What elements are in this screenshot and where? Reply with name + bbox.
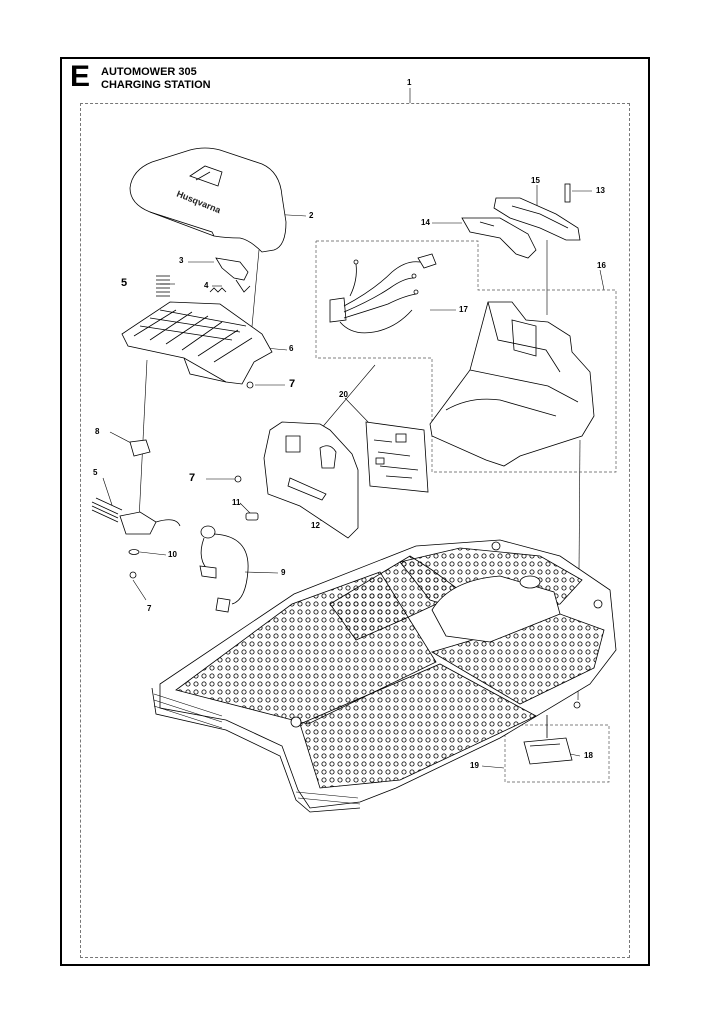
diagram-title: AUTOMOWER 305: [101, 66, 197, 78]
callout-7-upper: 7: [289, 378, 296, 390]
callout-2: 2: [309, 211, 314, 220]
base-plate: [151, 539, 617, 813]
part-7-screws: [129, 381, 581, 709]
part-10-washer: [128, 549, 140, 555]
callout-6: 6: [289, 344, 294, 353]
part-9-cable: [199, 525, 249, 613]
page-frame: [60, 57, 650, 966]
part-5-spring-lower: [91, 497, 123, 523]
callout-7-lower: 7: [147, 604, 152, 613]
part-18-plate: [523, 715, 573, 765]
callout-19: 19: [470, 761, 479, 770]
part-20-circuit-board: [365, 421, 429, 493]
part-8-bracket: [129, 439, 151, 457]
callout-18: 18: [584, 751, 593, 760]
part-17-wire-harness: [329, 253, 437, 334]
part-4-spring: [209, 287, 227, 293]
callout-1: 1: [407, 78, 412, 87]
callout-12: 12: [311, 521, 320, 530]
callout-15: 15: [531, 176, 540, 185]
callout-13: 13: [596, 186, 605, 195]
callout-20: 20: [339, 390, 348, 399]
section-letter: E: [70, 60, 91, 93]
callout-14: 14: [421, 218, 430, 227]
callout-7-middle: 7: [189, 472, 196, 484]
assembly-boundary: [80, 103, 630, 958]
callout-10: 10: [168, 550, 177, 559]
subassembly-boxes: [315, 240, 617, 783]
part-sensor-bracket: [119, 511, 181, 535]
part-5-spring: [156, 275, 170, 297]
callout-11: 11: [232, 498, 241, 507]
callout-9: 9: [281, 568, 286, 577]
callout-8: 8: [95, 427, 100, 436]
callout-17: 17: [459, 305, 468, 314]
callout-5-lower: 5: [93, 468, 98, 477]
part-16-rear-housing: [429, 301, 595, 467]
part-6-base-frame: [121, 301, 273, 385]
part-12-housing: [263, 421, 359, 539]
part-11-spacer: [245, 512, 259, 521]
part-15-rail: [493, 197, 581, 241]
callout-4: 4: [204, 281, 209, 290]
part-13-pin: [564, 183, 571, 203]
callout-5-upper: 5: [121, 277, 128, 289]
part-3-latch: [215, 257, 251, 293]
diagram-subtitle: CHARGING STATION: [101, 79, 211, 91]
part-2-top-cover: Husqvarna: [129, 147, 287, 253]
callout-3: 3: [179, 256, 184, 265]
callout-16: 16: [597, 261, 606, 270]
part-14-rail: [461, 217, 537, 259]
